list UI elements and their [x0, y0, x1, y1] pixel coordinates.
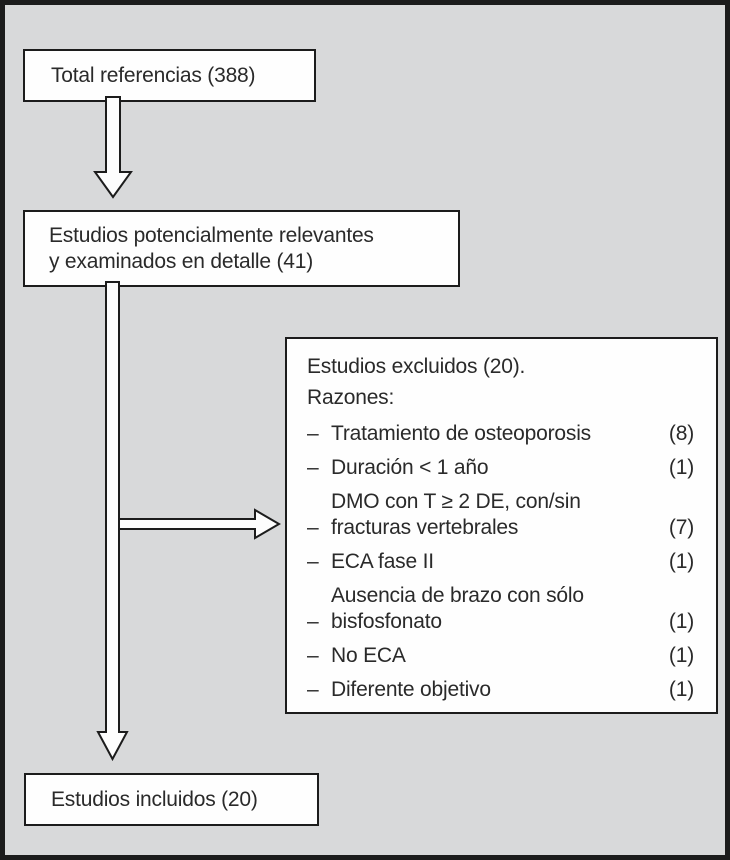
arrow-potential-to-included	[96, 281, 129, 762]
reason-line2: bisfosfonato	[331, 610, 442, 633]
reason-line2: fracturas vertebrales	[331, 516, 519, 539]
reason-count: (7)	[668, 516, 694, 539]
potentially-relevant-line2: y examinados en detalle (41)	[49, 249, 314, 273]
reason-count: (1)	[668, 644, 694, 667]
reason-count: (8)	[668, 422, 694, 445]
box-potentially-relevant: Estudios potencialmente relevantes y exa…	[23, 210, 460, 287]
excluded-title: Estudios excluidos (20).	[307, 355, 526, 378]
exclusion-reason-row: – ECA fase II (1)	[307, 549, 694, 575]
exclusion-reason-row: – Diferente objetivo (1)	[307, 677, 694, 703]
reason-line1: Diferente objetivo	[331, 678, 491, 701]
box-included-studies: Estudios incluidos (20)	[24, 773, 319, 826]
reason-dash: –	[307, 644, 319, 667]
box-excluded-studies: Estudios excluidos (20). Razones: – Trat…	[285, 337, 718, 714]
reason-dash: –	[307, 456, 319, 479]
excluded-subtitle: Razones:	[307, 386, 395, 409]
exclusion-reason-row: – Tratamiento de osteoporosis (8)	[307, 421, 694, 447]
reason-line1: Ausencia de brazo con sólo	[331, 584, 584, 607]
reason-text: No ECA	[331, 643, 669, 669]
arrow-total-to-potential	[93, 96, 133, 199]
exclusion-reason-row: – Duración < 1 año (1)	[307, 455, 694, 481]
exclusion-reason-row: – DMO con T ≥ 2 DE, con/sin fracturas ve…	[307, 489, 694, 541]
reason-line1: Duración < 1 año	[331, 456, 489, 479]
reason-text: Diferente objetivo	[331, 677, 669, 703]
reason-text: Tratamiento de osteoporosis	[331, 421, 669, 447]
reason-line1: DMO con T ≥ 2 DE, con/sin	[331, 490, 581, 513]
reason-dash: –	[307, 678, 319, 701]
reason-text: Duración < 1 año	[331, 455, 669, 481]
reason-text: Ausencia de brazo con sólo bisfosfonato	[331, 583, 669, 635]
exclusion-reason-row: – No ECA (1)	[307, 643, 694, 669]
reason-dash: –	[307, 610, 319, 633]
reason-line1: ECA fase II	[331, 550, 434, 573]
reason-count: (1)	[668, 610, 694, 633]
reason-dash: –	[307, 516, 319, 539]
reason-text: ECA fase II	[331, 549, 669, 575]
reason-line1: No ECA	[331, 644, 406, 667]
reason-count: (1)	[668, 456, 694, 479]
exclusion-reason-row: – Ausencia de brazo con sólo bisfosfonat…	[307, 583, 694, 635]
reason-count: (1)	[668, 550, 694, 573]
potentially-relevant-line1: Estudios potencialmente relevantes	[49, 223, 374, 247]
arrow-branch-to-excluded	[118, 508, 281, 540]
exclusion-reasons: – Tratamiento de osteoporosis (8) – Dura…	[307, 421, 694, 703]
box-total-references: Total referencias (388)	[23, 49, 316, 102]
reason-text: DMO con T ≥ 2 DE, con/sin fracturas vert…	[331, 489, 669, 541]
reason-dash: –	[307, 422, 319, 445]
total-references-label: Total referencias (388)	[51, 63, 256, 87]
reason-dash: –	[307, 550, 319, 573]
included-studies-label: Estudios incluidos (20)	[51, 787, 258, 811]
reason-line1: Tratamiento de osteoporosis	[331, 422, 591, 445]
reason-count: (1)	[668, 678, 694, 701]
